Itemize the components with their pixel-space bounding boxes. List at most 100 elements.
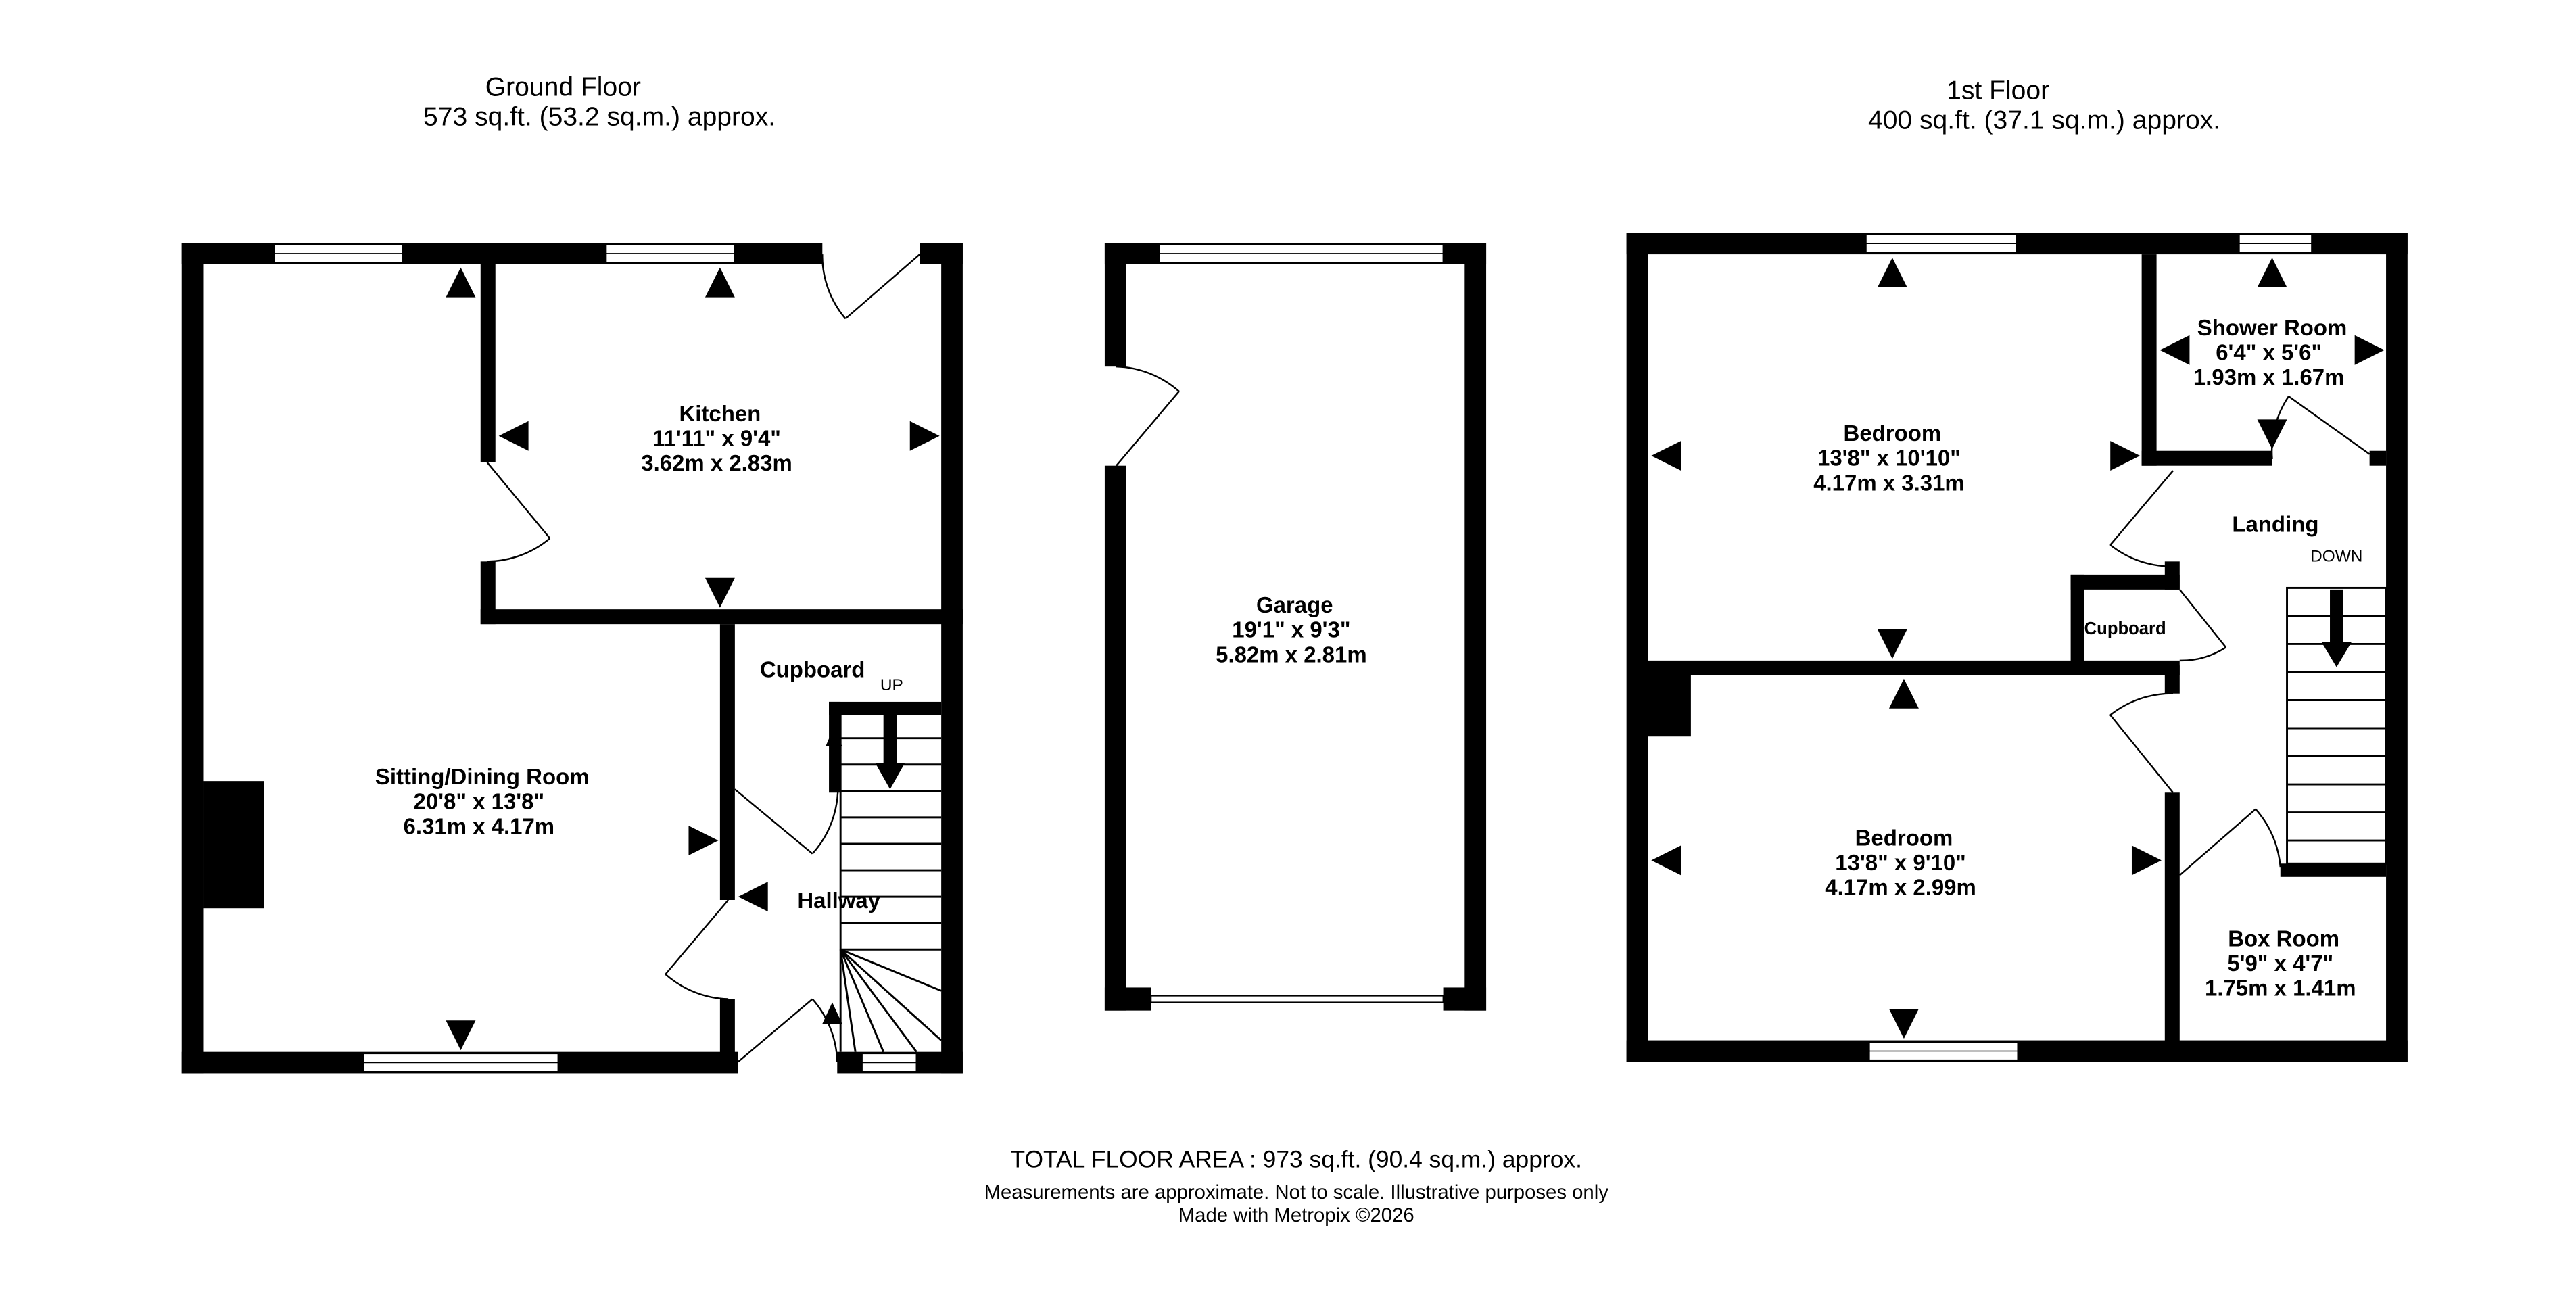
wall — [1443, 987, 1487, 1011]
room-label-landing: Landing — [2232, 511, 2318, 536]
wall — [480, 264, 496, 462]
label-text: 4.17m x 3.31m — [1813, 470, 1965, 495]
wall — [2386, 233, 2408, 1062]
label-text: 11'11" x 9'4" — [652, 425, 781, 450]
arrow-left-icon — [1651, 845, 1681, 876]
footer: TOTAL FLOOR AREA : 973 sq.ft. (90.4 sq.m… — [984, 1146, 1609, 1227]
wall — [2141, 450, 2272, 466]
door — [2109, 692, 2174, 794]
wall — [2141, 254, 2157, 466]
label-text: 20'8" x 13'8" — [414, 789, 545, 814]
first-floor-area: 400 sq.ft. (37.1 sq.m.) approx. — [1868, 105, 2220, 135]
wall — [2280, 863, 2387, 877]
wall — [883, 715, 897, 765]
window — [605, 243, 736, 264]
label-text: 13'8" x 9'10" — [1835, 850, 1966, 875]
chimney-breast — [203, 781, 264, 909]
window — [861, 1053, 917, 1072]
wall — [2369, 450, 2387, 466]
door — [486, 462, 551, 563]
label-text: 6'4" x 5'6" — [2216, 339, 2322, 364]
door-swing — [1116, 391, 1180, 467]
wall — [1648, 660, 2180, 675]
arrow-down-icon — [875, 763, 905, 790]
door-swing — [486, 462, 551, 539]
door — [734, 759, 839, 855]
label-text: 3.62m x 2.83m — [641, 450, 792, 475]
wall — [719, 999, 735, 1058]
arrow-right-icon — [688, 826, 719, 856]
label-text: Box Room — [2228, 926, 2339, 951]
arrow-down-icon — [705, 577, 735, 608]
wall — [2164, 665, 2180, 694]
first-floor-plan: Bedroom 13'8" x 10'10" 4.17m x 3.31m Sho… — [1626, 233, 2408, 1062]
room-label-hallway: Hallway — [797, 888, 880, 913]
door — [2178, 808, 2281, 876]
wall — [829, 701, 942, 715]
wall — [480, 609, 963, 625]
stairs-down-label: DOWN — [2310, 547, 2362, 565]
first-floor-title: 1st Floor — [1947, 76, 2049, 105]
arrow-right-icon — [2354, 335, 2385, 365]
door — [2178, 589, 2227, 662]
wall — [1104, 987, 1151, 1011]
staircase-down — [2286, 586, 2387, 865]
door-swing — [2109, 692, 2174, 716]
room-label-cupboard: Cupboard — [2084, 619, 2166, 638]
arrow-left-icon — [738, 882, 768, 912]
door-swing — [811, 998, 838, 1062]
wall — [2330, 589, 2343, 644]
window — [362, 1053, 559, 1072]
wall — [2070, 574, 2084, 675]
arrow-right-icon — [2131, 845, 2162, 876]
door-swing — [665, 973, 729, 1000]
arrow-up-icon — [826, 726, 842, 746]
door-swing — [1116, 365, 1180, 392]
wall — [829, 701, 841, 793]
wall — [2070, 574, 2180, 590]
wall — [719, 624, 735, 900]
arrow-up-icon — [1888, 678, 1919, 709]
door-swing — [737, 998, 813, 1063]
arrow-left-icon — [498, 421, 529, 451]
wall — [181, 243, 204, 1074]
wall — [1464, 243, 1487, 1011]
room-label-bedroom-1: Bedroom 13'8" x 10'10" 4.17m x 3.31m — [1813, 421, 1965, 495]
arrow-up-icon — [446, 267, 476, 298]
door-swing — [487, 538, 551, 563]
door-swing — [2109, 544, 2174, 567]
door-swing — [844, 254, 921, 320]
door — [665, 899, 730, 1000]
label-text: 19'1" x 9'3" — [1232, 617, 1350, 642]
staircase-up — [839, 715, 943, 1053]
wall — [2164, 792, 2180, 1062]
door — [737, 998, 838, 1063]
window — [273, 243, 404, 264]
arrow-right-icon — [909, 421, 940, 451]
stairs-up-label: UP — [880, 676, 903, 694]
door-swing — [2179, 646, 2226, 662]
label-text: 1.93m x 1.67m — [2193, 364, 2345, 389]
chimney-breast — [1648, 675, 1691, 737]
room-label-sitting-dining: Sitting/Dining Room 20'8" x 13'8" 6.31m … — [375, 764, 590, 838]
door — [1116, 365, 1180, 467]
label-text: Bedroom — [1844, 421, 1942, 446]
wall — [1626, 233, 1648, 1062]
door-swing — [734, 788, 813, 855]
arrow-left-icon — [1651, 441, 1681, 471]
window — [2238, 233, 2313, 254]
room-label-bedroom-2: Bedroom 13'8" x 9'10" 4.17m x 2.99m — [1825, 825, 1976, 899]
stair-tread — [840, 948, 942, 992]
total-floor-area: TOTAL FLOOR AREA : 973 sq.ft. (90.4 sq.m… — [1010, 1146, 1582, 1173]
wall — [941, 243, 963, 1074]
window — [1868, 1041, 2019, 1061]
arrow-down-icon — [2257, 419, 2287, 450]
stair-tread — [839, 949, 917, 1053]
room-label-shower-room: Shower Room 6'4" x 5'6" 1.93m x 1.67m — [2193, 315, 2347, 389]
door — [2270, 396, 2370, 460]
stair-tread — [839, 949, 885, 1053]
door-swing — [2255, 808, 2281, 868]
label-text: 6.31m x 4.17m — [404, 813, 555, 838]
label-text: 5'9" x 4'7" — [2227, 951, 2333, 976]
